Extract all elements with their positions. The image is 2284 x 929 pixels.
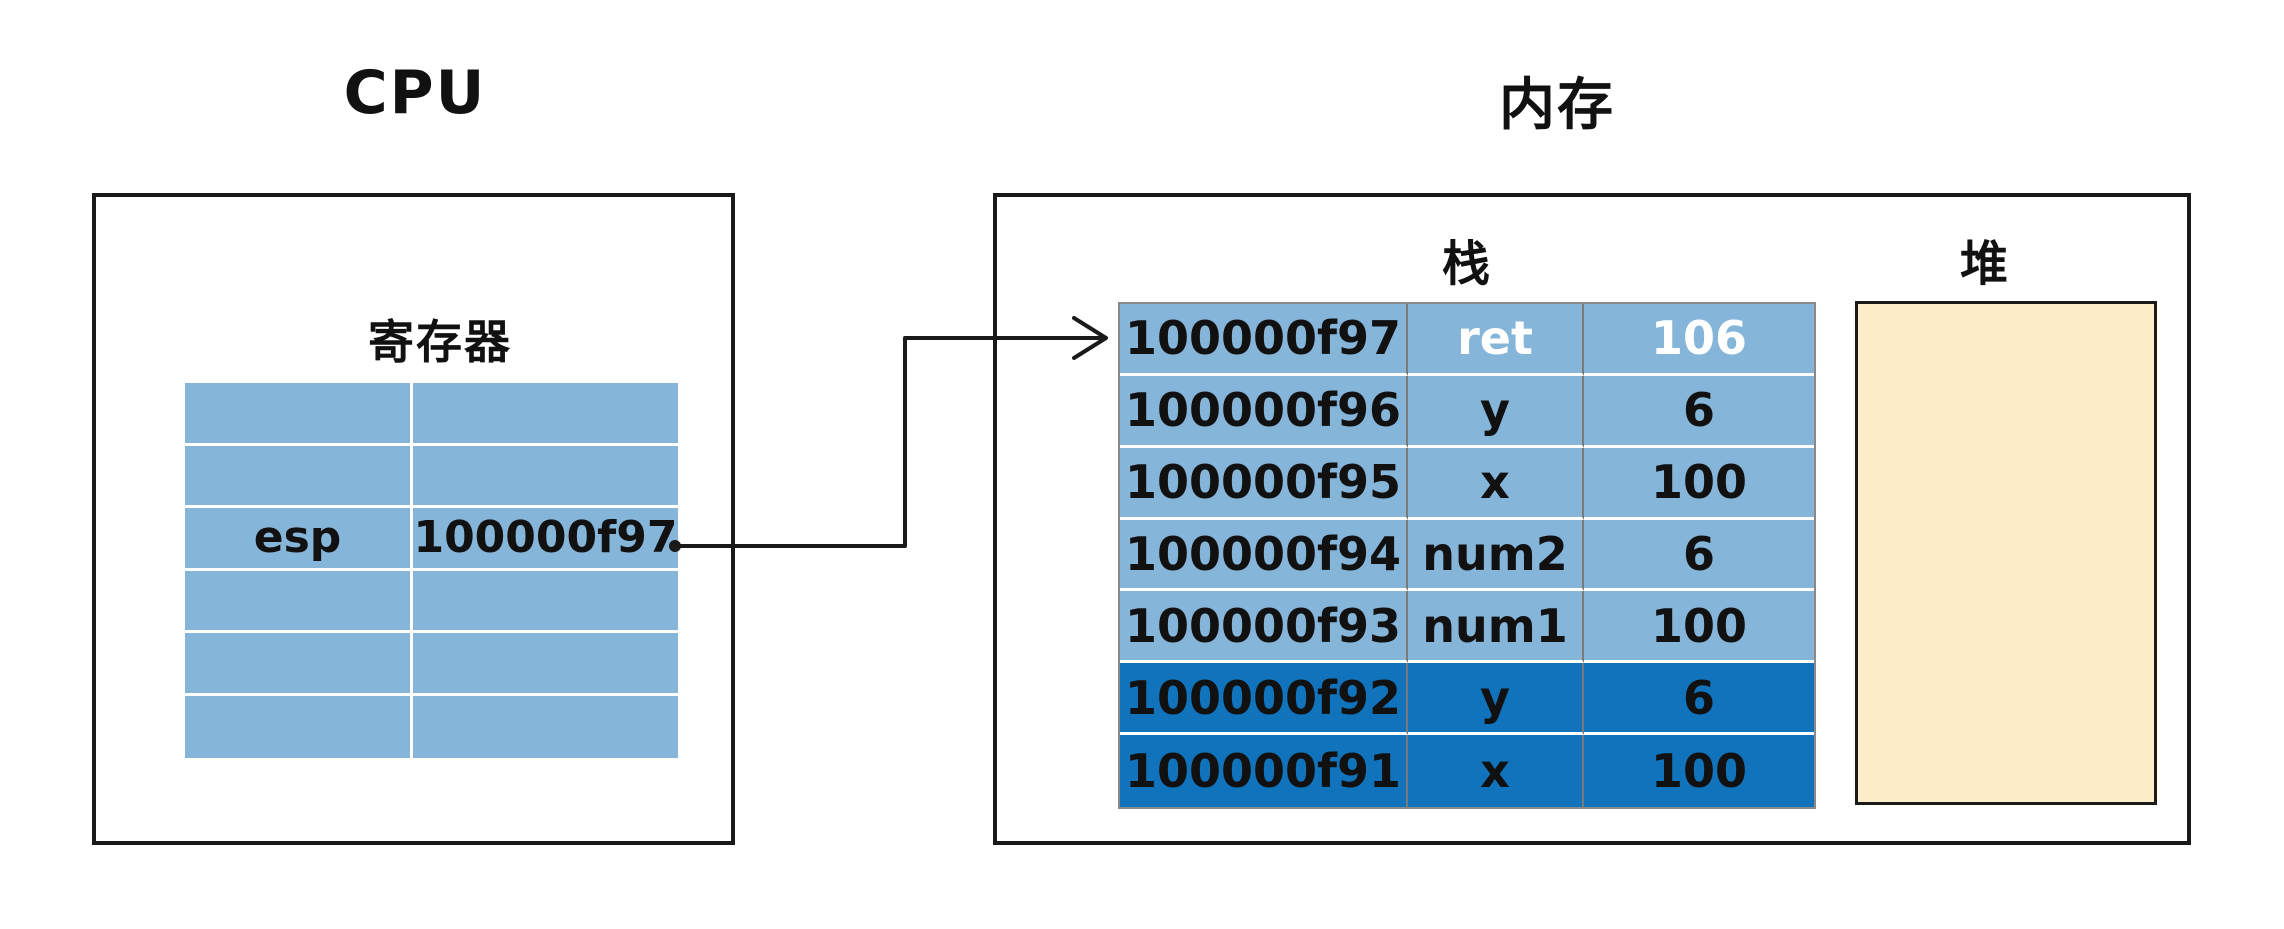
register-name-cell	[185, 695, 413, 758]
stack-value-cell: 6	[1584, 375, 1814, 448]
register-name-cell-esp: esp	[185, 508, 413, 571]
stack-address-cell: 100000f95	[1120, 447, 1408, 520]
stack-address-cell: 100000f91	[1120, 735, 1408, 807]
stack-name-cell: num1	[1408, 591, 1584, 664]
stack-name-cell: y	[1408, 375, 1584, 448]
register-name-cell	[185, 633, 413, 696]
register-table: esp 100000f97	[185, 383, 678, 758]
register-name-cell	[185, 570, 413, 633]
heap-label: 堆	[1959, 236, 2010, 292]
stack-address-cell: 100000f92	[1120, 663, 1408, 736]
stack-address-cell: 100000f96	[1120, 375, 1408, 448]
register-value-cell	[413, 633, 678, 696]
register-table-label: 寄存器	[368, 315, 512, 369]
register-value-cell-esp: 100000f97	[413, 508, 678, 571]
stack-value-cell: 106	[1584, 304, 1814, 376]
stack-name-cell: x	[1408, 447, 1584, 520]
stack-name-cell: y	[1408, 663, 1584, 736]
stack-name-cell: num2	[1408, 519, 1584, 592]
stack-value-cell: 100	[1584, 735, 1814, 807]
stack-label: 栈	[1441, 236, 1492, 292]
register-value-cell	[413, 445, 678, 508]
stack-name-cell: x	[1408, 735, 1584, 807]
register-value-cell	[413, 695, 678, 758]
stack-address-cell: 100000f93	[1120, 591, 1408, 664]
register-name-cell	[185, 383, 413, 446]
stack-table: 100000f97 ret 106 100000f96 y 6 100000f9…	[1118, 302, 1816, 809]
memory-title: 内存	[1499, 73, 1615, 138]
register-value-cell	[413, 383, 678, 446]
stack-address-cell: 100000f97	[1120, 304, 1408, 376]
stack-value-cell: 100	[1584, 447, 1814, 520]
heap-box	[1855, 301, 2157, 805]
cpu-title: CPU	[343, 58, 487, 128]
stack-address-cell: 100000f94	[1120, 519, 1408, 592]
stack-value-cell: 100	[1584, 591, 1814, 664]
stack-value-cell: 6	[1584, 663, 1814, 736]
register-name-cell	[185, 445, 413, 508]
stack-name-cell: ret	[1408, 304, 1584, 376]
stack-value-cell: 6	[1584, 519, 1814, 592]
register-value-cell	[413, 570, 678, 633]
